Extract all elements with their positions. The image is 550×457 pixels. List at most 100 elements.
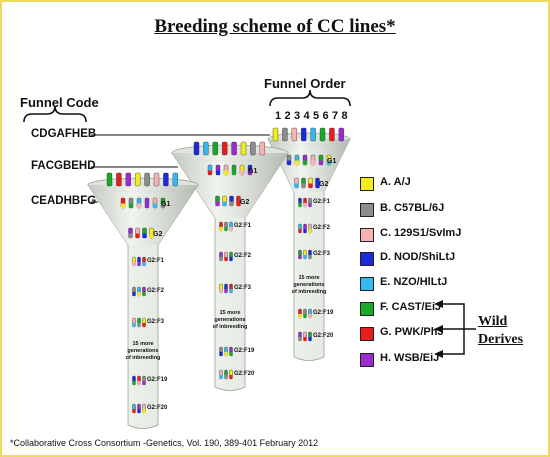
f3-f19-bar-1 (303, 308, 307, 319)
f3-f20-bar-0 (298, 331, 302, 342)
f2-parent-0 (193, 141, 200, 156)
f2-parent-7 (259, 141, 265, 156)
f3-g1-bar-4 (318, 154, 324, 166)
f2-g1-bar-2 (223, 164, 229, 176)
legend-label-2: C. 129S1/SvImJ (380, 227, 462, 239)
f3-label-f20: G2:F20 (313, 333, 334, 339)
f3-gen-2-bar-0 (298, 249, 302, 260)
f1-gen-0-bar-0 (132, 256, 136, 267)
f1-label-f19: G2:F19 (147, 377, 168, 383)
legend-swatch-6 (360, 327, 374, 341)
f3-g2-bar-3 (315, 177, 320, 189)
f2-parent-2 (212, 141, 219, 156)
legend-swatch-4 (360, 277, 374, 291)
funnel-order-number-3: 3 (294, 110, 300, 122)
f1-f20-bar-0 (132, 403, 136, 414)
f3-g1-bar-1 (294, 154, 300, 166)
f1-label-f20: G2:F20 (147, 405, 168, 411)
f1-gen-2-bar-2 (142, 317, 146, 328)
f3-g2-bar-0 (294, 177, 299, 189)
f1-f19-bar-1 (137, 375, 141, 386)
legend-label-7: H. WSB/EiJ (380, 352, 440, 364)
f2-gen-1-bar-1 (224, 251, 228, 262)
f2-gen-2-bar-2 (229, 283, 233, 294)
f2-label-g1: G1 (248, 168, 257, 175)
f2-parent-5 (240, 141, 247, 156)
f1-g1-bar-5 (160, 197, 166, 209)
f3-label-more-0: 15 more (298, 275, 319, 281)
f3-gen-0-bar-0 (298, 197, 302, 208)
f2-label-more-1: generations (214, 317, 245, 323)
f1-f19-bar-2 (142, 375, 146, 386)
funnel-code-2: FACGBEHD (31, 160, 96, 172)
f1-parent-4 (144, 172, 150, 187)
f3-gen-0-bar-2 (308, 197, 312, 208)
legend-label-1: B. C57BL/6J (380, 202, 445, 214)
f3-label-g2: G2 (319, 181, 328, 188)
f2-gen-0-bar-0 (219, 221, 223, 232)
f1-parent-1 (116, 172, 122, 187)
f1-g2-bar-3 (149, 227, 154, 239)
f3-g1-bar-3 (310, 154, 316, 166)
legend-swatch-2 (360, 228, 374, 242)
f1-gen-2-bar-0 (132, 317, 136, 328)
f3-g2-bar-2 (308, 177, 313, 189)
f2-g2-bar-1 (222, 195, 227, 207)
f1-g2-bar-1 (135, 227, 140, 239)
f3-gen-2-bar-2 (308, 249, 312, 260)
f3-parent-3 (301, 127, 307, 142)
f2-f19-bar-0 (219, 346, 223, 357)
f2-parent-1 (203, 141, 209, 156)
f2-label-gen-1: G2:F2 (234, 253, 252, 259)
f2-gen-1-bar-2 (229, 251, 233, 262)
funnel-order-number-8: 8 (341, 110, 347, 122)
funnel-order-brace (269, 89, 351, 107)
f3-gen-1-bar-0 (298, 223, 302, 234)
f1-g1-bar-1 (128, 197, 134, 209)
f3-label-f19: G2:F19 (313, 310, 334, 316)
f2-f19-bar-1 (224, 346, 228, 357)
f2-f19-bar-2 (229, 346, 233, 357)
legend-label-5: F. CAST/EiJ (380, 301, 442, 313)
f1-gen-1-bar-0 (132, 286, 136, 297)
f3-f19-bar-2 (308, 308, 312, 319)
chromosome-layer (106, 127, 344, 414)
f2-label-gen-0: G2:F1 (234, 223, 252, 229)
funnel-order-label: Funnel Order (264, 76, 346, 91)
f1-parent-3 (134, 172, 141, 187)
f2-g1-bar-0 (207, 164, 213, 176)
f3-g1-bar-2 (302, 154, 308, 166)
f2-label-g2: G2 (240, 199, 249, 206)
funnel-order-number-1: 1 (275, 110, 281, 122)
f3-parent-4 (310, 127, 316, 142)
f1-gen-0-bar-2 (142, 256, 146, 267)
f3-parent-6 (329, 127, 335, 142)
f2-g1-bar-5 (247, 164, 253, 176)
f1-label-more-1: generations (127, 348, 158, 354)
f2-g1-bar-3 (231, 164, 237, 176)
f1-gen-0-bar-1 (137, 256, 141, 267)
f1-parent-5 (153, 172, 160, 187)
f3-label-g1: G1 (327, 158, 336, 165)
legend-swatch-1 (360, 203, 374, 217)
f3-parent-5 (319, 127, 326, 142)
f3-gen-1-bar-1 (303, 223, 307, 234)
f3-gen-2-bar-1 (303, 249, 307, 260)
f1-label-g1: G1 (161, 201, 170, 208)
legend-swatch-5 (360, 302, 374, 316)
f2-g1-bar-4 (239, 164, 245, 176)
funnel-order-number-6: 6 (322, 110, 328, 122)
funnel-code-brace (23, 105, 87, 123)
f1-label-more-2: of inbreeding (126, 355, 161, 361)
f1-parent-0 (106, 172, 113, 187)
figure-title: Breeding scheme of CC lines* (154, 16, 396, 37)
funnel-order-number-5: 5 (313, 110, 319, 122)
f1-g1-bar-3 (144, 197, 150, 209)
legend-swatch-7 (360, 353, 374, 367)
f3-label-gen-0: G2:F1 (313, 199, 331, 205)
f1-label-more-0: 15 more (132, 341, 153, 347)
f3-f20-bar-2 (308, 331, 312, 342)
f3-f20-bar-1 (303, 331, 307, 342)
f2-f20-bar-2 (229, 369, 233, 380)
